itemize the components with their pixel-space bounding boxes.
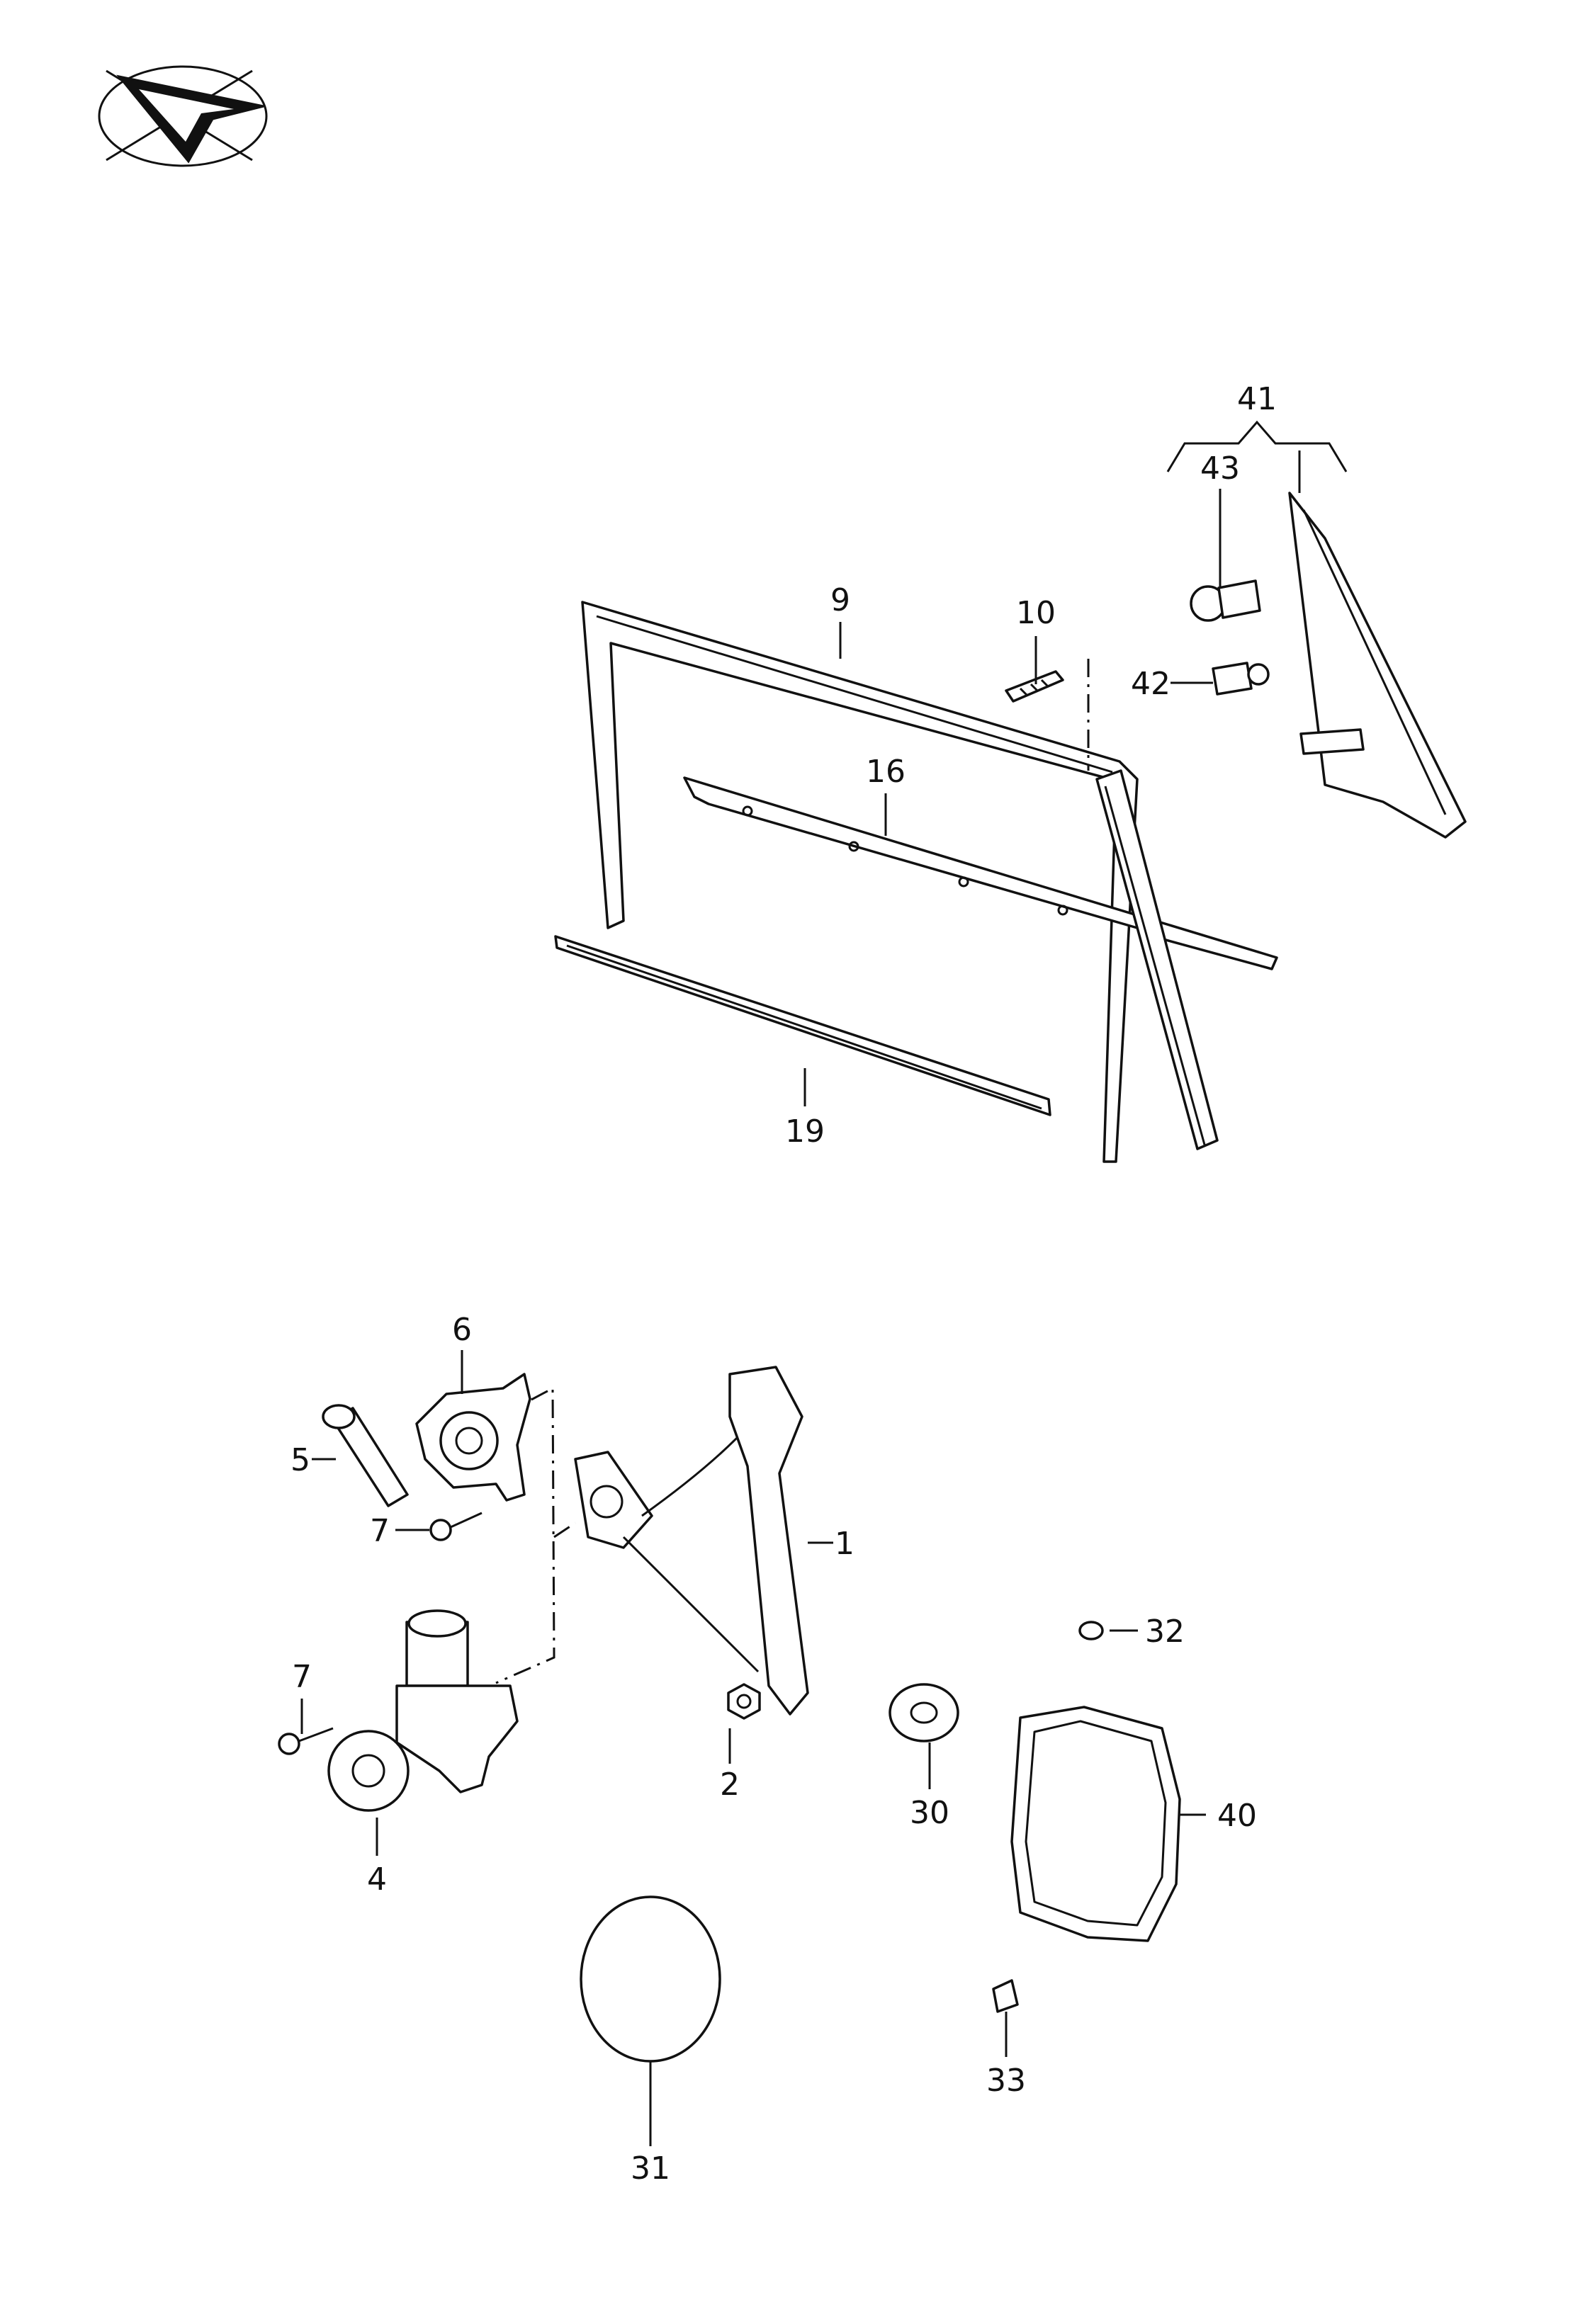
callout-40: 40: [1217, 1798, 1257, 1834]
dashline-6-4: [495, 1386, 555, 1684]
callout-10: 10: [1016, 595, 1056, 631]
part-channel: [1095, 769, 1219, 1150]
callout-6: 6: [452, 1312, 472, 1348]
part-41-rear-trim: [1288, 492, 1467, 839]
part-4-motor: [327, 1609, 519, 1812]
part-43-clip: [1190, 579, 1261, 622]
part-2-nut: [727, 1683, 761, 1720]
part-31-cover: [580, 1895, 721, 2063]
part-7-screw-lower: [278, 1727, 334, 1755]
part-32-plug: [1078, 1621, 1104, 1640]
part-16-inner-strip: [683, 776, 1278, 970]
bracket-41: [1166, 420, 1348, 472]
callout-43: 43: [1200, 450, 1240, 487]
part-19-outer-strip: [554, 935, 1051, 1116]
callout-16: 16: [866, 754, 906, 790]
part-6-crank-housing: [415, 1373, 531, 1502]
part-10-clip: [1005, 670, 1064, 703]
part-30-grommet: [889, 1683, 959, 1742]
callout-31: 31: [631, 2150, 670, 2187]
logo-compass-icon: [98, 65, 268, 167]
callout-33: 33: [986, 2063, 1026, 2099]
callout-2: 2: [720, 1767, 740, 1803]
part-1-regulator: [574, 1366, 809, 1716]
callout-7-upper: 7: [370, 1513, 390, 1549]
callout-41: 41: [1237, 381, 1277, 417]
callout-42: 42: [1131, 666, 1171, 702]
part-9-frame-seal: [581, 601, 1139, 1163]
callout-5: 5: [291, 1442, 310, 1478]
dashline-regulator: [553, 1521, 576, 1538]
callout-19: 19: [785, 1113, 825, 1150]
callout-30: 30: [910, 1795, 949, 1831]
callout-4: 4: [367, 1861, 387, 1898]
callout-7-lower: 7: [292, 1659, 312, 1695]
part-42-clip: [1212, 662, 1270, 696]
callout-32: 32: [1145, 1614, 1185, 1650]
part-5-crank-handle: [322, 1404, 409, 1507]
part-40-door-seal: [1010, 1706, 1181, 1942]
callout-1: 1: [835, 1526, 854, 1562]
callout-9: 9: [830, 582, 850, 618]
part-7-screw-upper: [429, 1512, 483, 1541]
part-33-cap: [992, 1979, 1019, 2013]
